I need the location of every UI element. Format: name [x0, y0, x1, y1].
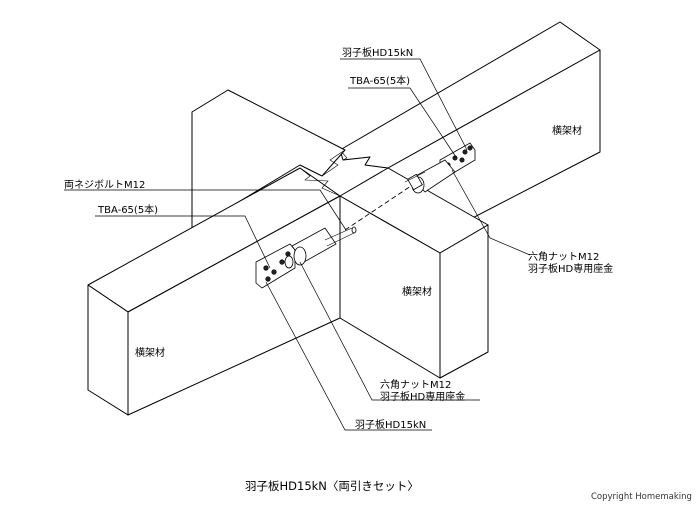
- label-top-plate: 羽子板HD15kN: [342, 46, 413, 59]
- label-center-beam: 横架材: [402, 285, 432, 298]
- label-left-beam: 横架材: [135, 346, 165, 359]
- label-right-nut: 六角ナットM12: [528, 251, 599, 263]
- center-beam: [339, 167, 489, 379]
- left-hardware: [255, 226, 357, 289]
- label-top-bolt: TBA-65(5本): [349, 74, 410, 87]
- label-bottom-washer: 羽子板HD専用座金: [380, 390, 465, 403]
- label-left-bolt: TBA-65(5本): [97, 203, 158, 216]
- leader-lines: [64, 58, 531, 431]
- through-bolt-hidden-line: [344, 179, 421, 231]
- label-bottom-nut: 六角ナットM12: [380, 379, 451, 391]
- copyright: Copyright Homemaking: [591, 492, 692, 502]
- label-bottom-plate: 羽子板HD15kN: [355, 418, 426, 431]
- right-beam: [339, 21, 601, 241]
- label-through-bolt: 両ネジボルトM12: [64, 179, 145, 191]
- right-hardware: [404, 142, 476, 194]
- label-right-beam: 横架材: [552, 124, 582, 137]
- label-right-washer: 羽子板HD専用座金: [528, 262, 613, 275]
- caption: 羽子板HD15kN〈両引きセット〉: [245, 479, 419, 493]
